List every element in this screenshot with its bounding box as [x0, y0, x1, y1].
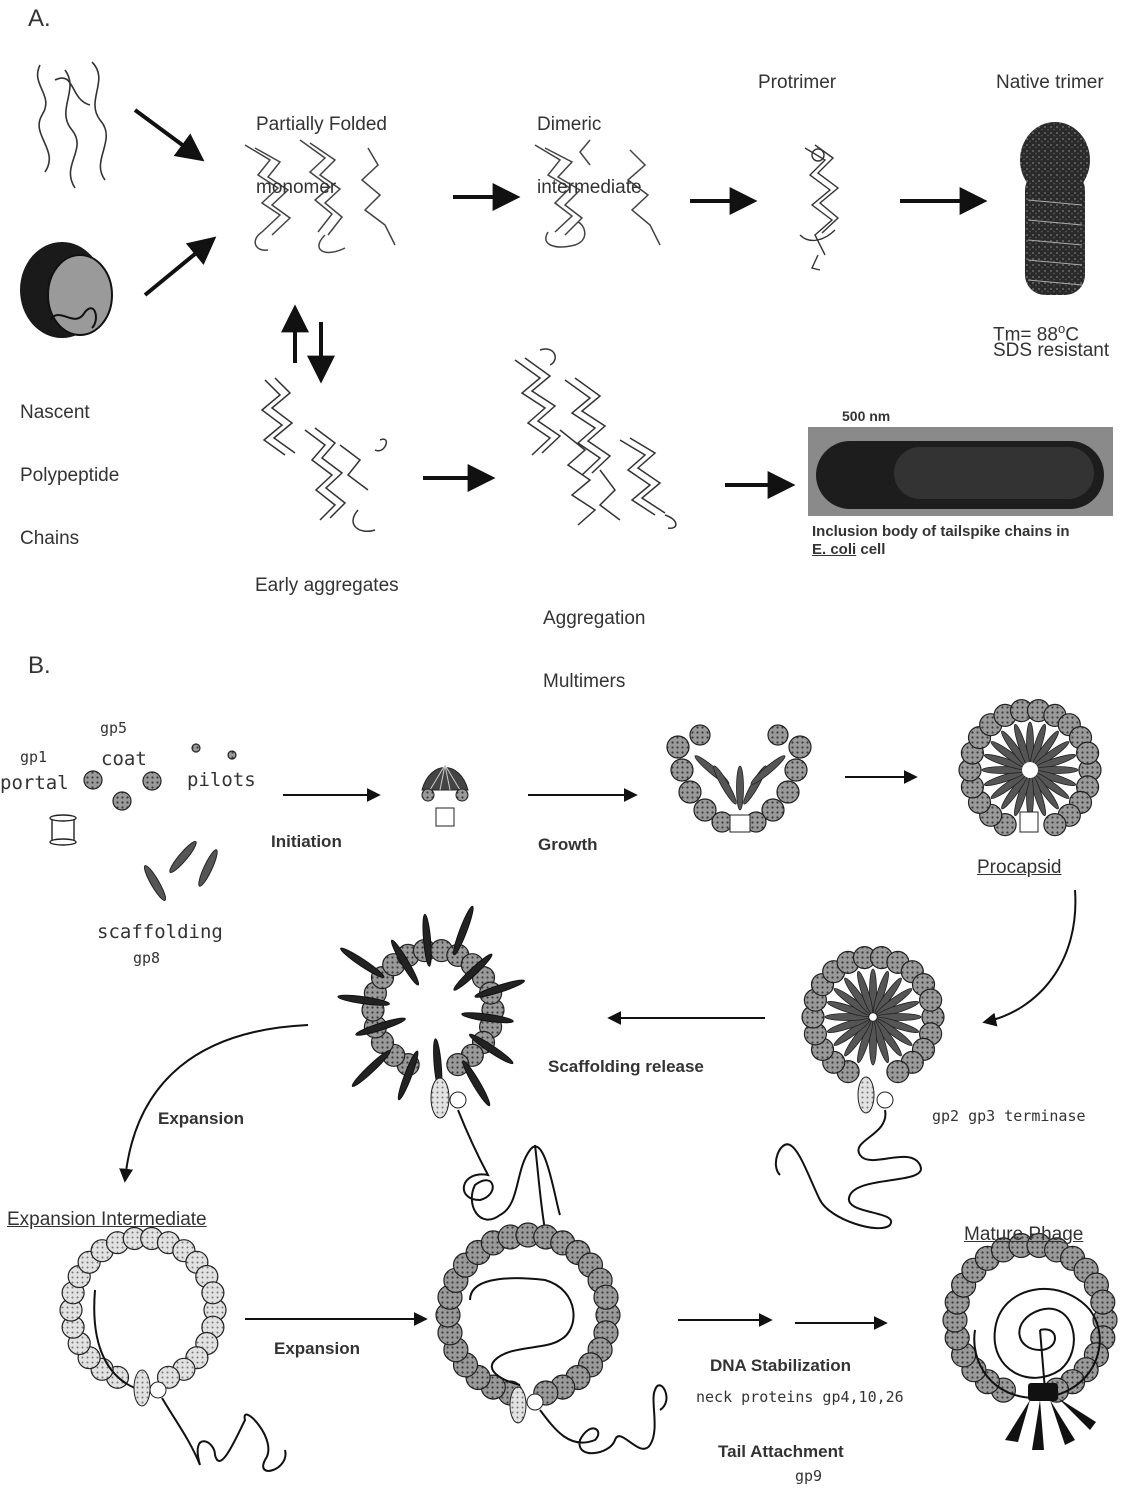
caption-ecoli: E. coli [812, 541, 856, 558]
capsid-subunit [887, 1061, 909, 1083]
inclusion-body [894, 447, 1094, 499]
micrograph-caption-line2: E. coli cell [812, 541, 885, 558]
expansion-curve-label: Expansion [158, 1108, 244, 1129]
micrograph-caption-line1: Inclusion body of tailspike chains in [812, 523, 1070, 540]
nascent-chains-label: Nascent Polypeptide Chains [20, 360, 119, 591]
growth-shell [667, 725, 811, 832]
tail-attachment-label: Tail Attachment [718, 1441, 844, 1462]
growth-label: Growth [538, 834, 598, 855]
early-aggregates-shape [262, 378, 386, 531]
initiation-label: Initiation [271, 831, 342, 852]
sds-label: SDS resistant [993, 340, 1109, 361]
procapsid-label: Procapsid [977, 857, 1062, 878]
procapsid-shell [959, 700, 1101, 836]
partially-folded-line2: monomer [256, 177, 387, 198]
dimeric-label: Dimeric intermediate [537, 72, 642, 240]
protrimer-label: Protrimer [758, 72, 836, 93]
panel-a-label: A. [28, 8, 51, 29]
nascent-line2: Polypeptide [20, 465, 119, 486]
mature-phage-label: Mature Phage [964, 1224, 1083, 1245]
capsid-subunit [1091, 1290, 1115, 1314]
nascent-ribosome [20, 242, 112, 338]
gp1-label: gp1 [20, 747, 47, 768]
unfolded-chains [38, 62, 107, 188]
capsid-subunit [1044, 814, 1066, 836]
capsid-subunit [594, 1285, 618, 1309]
expansion-intermediate-label: Expansion Intermediate [7, 1209, 207, 1230]
dna-stabilization-label: DNA Stabilization [710, 1355, 851, 1376]
scaffolding-shapes [142, 839, 221, 902]
scaffolding-release-shell [337, 905, 560, 1230]
aggregation-multimers-shape [515, 349, 676, 528]
released-scaffold [350, 1048, 393, 1089]
expansion-intermediate-shell [60, 1228, 285, 1471]
partially-folded-line1: Partially Folded [256, 114, 387, 135]
packaging-shell [776, 947, 944, 1229]
gp9-label: gp9 [795, 1466, 822, 1487]
nascent-line1: Nascent [20, 402, 119, 423]
scaffolding-release-label: Scaffolding release [548, 1056, 704, 1077]
native-trimer [1020, 122, 1090, 295]
inclusion-body-micrograph [808, 427, 1113, 516]
protrimer [800, 145, 838, 270]
native-trimer-label: Native trimer [996, 72, 1104, 93]
aggregation-line2: Multimers [543, 671, 645, 692]
mature-phage-shell [943, 1234, 1117, 1451]
capsid-subunit [920, 989, 942, 1011]
dimeric-line2: intermediate [537, 177, 642, 198]
gp5-label: gp5 [100, 718, 127, 739]
released-scaffold [339, 945, 386, 980]
portal-shape [50, 815, 76, 845]
portal-label: portal [0, 773, 69, 794]
partially-folded-label: Partially Folded monomer [256, 72, 387, 240]
scale-bar-label: 500 nm [842, 406, 890, 427]
early-aggregates-label: Early aggregates [255, 575, 399, 596]
capsid-subunit [1077, 742, 1099, 764]
dimeric-line1: Dimeric [537, 114, 642, 135]
panel-b-label: B. [28, 655, 51, 676]
gp8-label: gp8 [133, 948, 160, 969]
expansion-arrow-label: Expansion [274, 1338, 360, 1359]
terminase-label: gp2 gp3 terminase [932, 1106, 1086, 1127]
scaffolding-label: scaffolding [97, 922, 223, 943]
nascent-line3: Chains [20, 528, 119, 549]
coat-label: coat [101, 749, 147, 770]
expanded-shell [436, 1223, 666, 1453]
neck-proteins-label: neck proteins gp4,10,26 [696, 1387, 904, 1408]
initiation-complex [422, 765, 468, 826]
aggregation-multimers-label: Aggregation Multimers [543, 566, 645, 734]
aggregation-line1: Aggregation [543, 608, 645, 629]
caption-cell: cell [856, 541, 885, 558]
capsid-subunit [202, 1282, 224, 1304]
pilots-label: pilots [187, 770, 256, 791]
